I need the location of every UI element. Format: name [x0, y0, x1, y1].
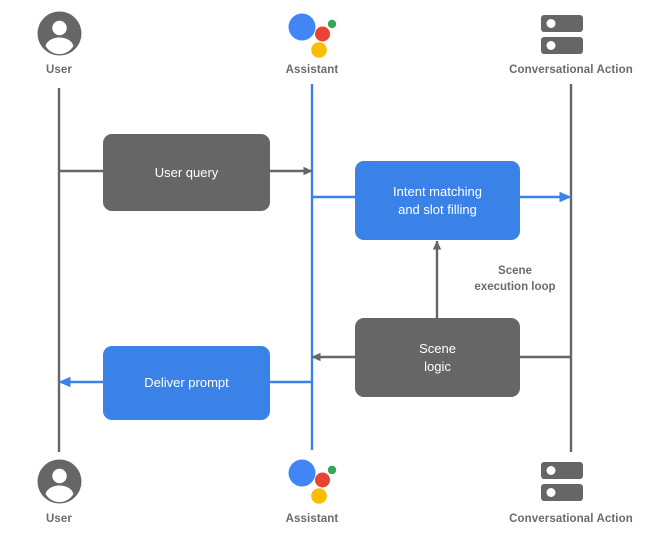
google-assistant-icon	[288, 13, 337, 58]
lane-label-user-top: User	[46, 64, 72, 76]
node-user-query[interactable]: User query	[103, 134, 270, 211]
server-rack-icon-bottom	[541, 462, 583, 501]
node-scene-logic-line1: Scene	[419, 340, 456, 356]
node-deliver-prompt-label: Deliver prompt	[144, 375, 229, 390]
node-intent-matching-label: Intent matching and slot filling	[393, 183, 482, 219]
annotation-scene-execution-loop: Scene execution loop	[455, 263, 575, 295]
annotation-scene-execution-loop-line2: execution loop	[474, 281, 556, 293]
node-deliver-prompt[interactable]: Deliver prompt	[103, 346, 270, 420]
lane-label-action-top: Conversational Action	[509, 64, 633, 76]
user-avatar-icon	[37, 11, 82, 56]
node-user-query-label: User query	[154, 164, 219, 180]
lane-label-action-bottom: Conversational Action	[509, 513, 633, 525]
lane-label-assistant-top: Assistant	[285, 64, 339, 76]
google-assistant-icon-bottom	[288, 459, 337, 504]
user-avatar-icon-bottom	[37, 459, 82, 504]
lane-label-assistant-bottom: Assistant	[285, 513, 339, 525]
server-rack-icon	[541, 15, 583, 54]
lane-label-user-bottom: User	[46, 513, 72, 525]
node-intent-matching-line2: and slot filling	[398, 201, 477, 217]
node-scene-logic[interactable]: Scene logic	[355, 318, 520, 397]
annotation-scene-execution-loop-line1: Scene	[498, 265, 532, 277]
node-scene-logic-line2: logic	[424, 358, 451, 374]
node-scene-logic-label: Scene logic	[419, 340, 456, 376]
node-intent-matching[interactable]: Intent matching and slot filling	[355, 161, 520, 240]
node-intent-matching-line1: Intent matching	[393, 183, 482, 199]
